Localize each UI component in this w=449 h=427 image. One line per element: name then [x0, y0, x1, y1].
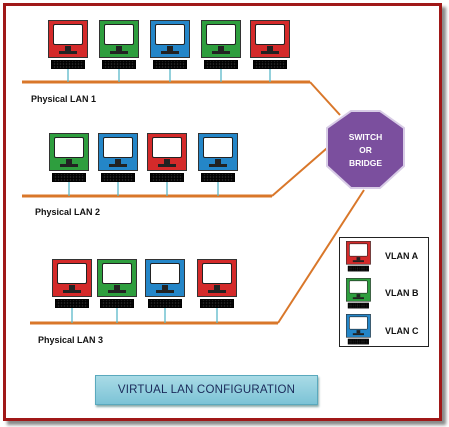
lan1-host-4 [201, 20, 241, 72]
switch-line-3: BRIDGE [348, 158, 383, 168]
lan1-host-3 [150, 20, 190, 72]
switch-line-1: SWITCH [348, 132, 383, 142]
lan2-host-1 [49, 133, 89, 185]
lan3-host-4 [197, 259, 237, 311]
lan2-host-3 [147, 133, 187, 185]
lan2-label: Physical LAN 2 [35, 207, 101, 217]
legend-vlan-a-icon [346, 241, 371, 273]
title-banner: VIRTUAL LAN CONFIGURATION [95, 375, 318, 405]
title-text: VIRTUAL LAN CONFIGURATION [117, 384, 296, 396]
lan1-label: Physical LAN 1 [31, 94, 97, 104]
lan1-host-1 [48, 20, 88, 72]
legend-vlan-c-icon [346, 314, 371, 346]
lan2-host-4 [198, 133, 238, 185]
switch-octagon [326, 110, 405, 189]
lan3-host-1 [52, 259, 92, 311]
lan1-host-2 [99, 20, 139, 72]
legend-vlan-c-label: VLAN C [385, 326, 419, 336]
legend-vlan-a-label: VLAN A [385, 251, 419, 261]
legend-vlan-b-label: VLAN B [385, 288, 419, 298]
vlan-legend: VLAN A VLAN B VLAN C [339, 237, 429, 347]
lan3-uplink-cable [277, 189, 365, 324]
lan3-host-3 [145, 259, 185, 311]
lan1-uplink-cable [309, 81, 341, 116]
lan3-label: Physical LAN 3 [38, 335, 104, 345]
lan3-host-2 [97, 259, 137, 311]
lan2-host-2 [98, 133, 138, 185]
switch-line-2: OR [359, 145, 372, 155]
lan2-uplink-cable [271, 141, 335, 197]
diagram-frame [3, 3, 442, 421]
lan1-host-5 [250, 20, 290, 72]
legend-vlan-b-icon [346, 278, 371, 310]
switch-label: SWITCH OR BRIDGE [327, 131, 404, 170]
